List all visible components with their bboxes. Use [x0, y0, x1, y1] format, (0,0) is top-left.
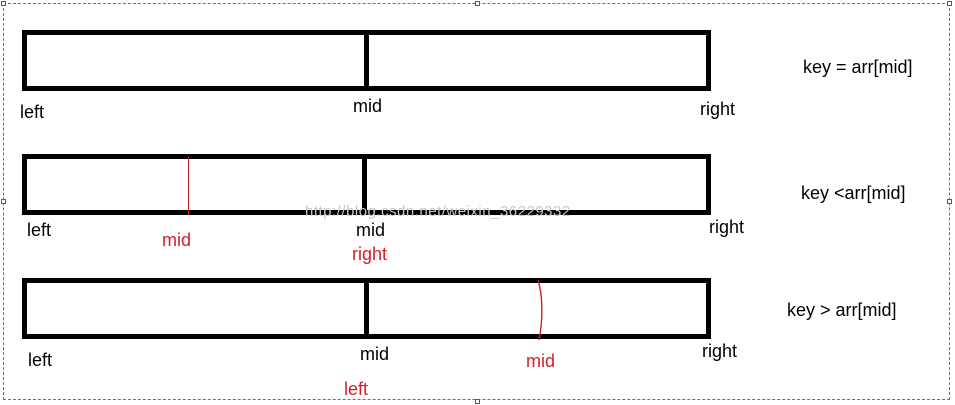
- condition-label-row1: key = arr[mid]: [803, 57, 913, 77]
- mid-label-row2: mid: [356, 220, 386, 240]
- mid-label-row1: mid: [353, 96, 383, 116]
- mid-label-row3: mid: [360, 344, 390, 364]
- resize-handle-top-center[interactable]: [475, 1, 480, 6]
- new-mid-line-row3: [537, 279, 543, 341]
- new-right-label-row2: right: [352, 244, 388, 264]
- right-label-row2: right: [709, 217, 745, 237]
- right-label-row1: right: [700, 99, 736, 119]
- resize-handle-mid-left[interactable]: [1, 199, 6, 204]
- resize-handle-bottom-center[interactable]: [475, 399, 480, 404]
- new-mid-label-row2: mid: [162, 230, 192, 250]
- right-label-row3: right: [702, 341, 738, 361]
- left-label-row2: left: [27, 220, 52, 240]
- mid-divider-row1: [364, 30, 369, 91]
- watermark-text: http://blog.csdn.net/weixin_36229332: [305, 203, 571, 220]
- left-label-row3: left: [28, 350, 53, 370]
- left-label-row1: left: [20, 102, 45, 122]
- mid-divider-row2: [362, 154, 367, 215]
- resize-handle-top-right[interactable]: [947, 1, 952, 6]
- resize-handle-mid-right[interactable]: [947, 199, 952, 204]
- mid-divider-row3: [364, 278, 369, 339]
- new-mid-line-row2: [188, 157, 189, 215]
- condition-label-row3: key > arr[mid]: [787, 300, 897, 320]
- resize-handle-top-left[interactable]: [1, 1, 6, 6]
- new-mid-label-row3: mid: [526, 351, 556, 371]
- new-left-label-row3: left: [344, 379, 369, 399]
- condition-label-row2: key <arr[mid]: [801, 183, 906, 203]
